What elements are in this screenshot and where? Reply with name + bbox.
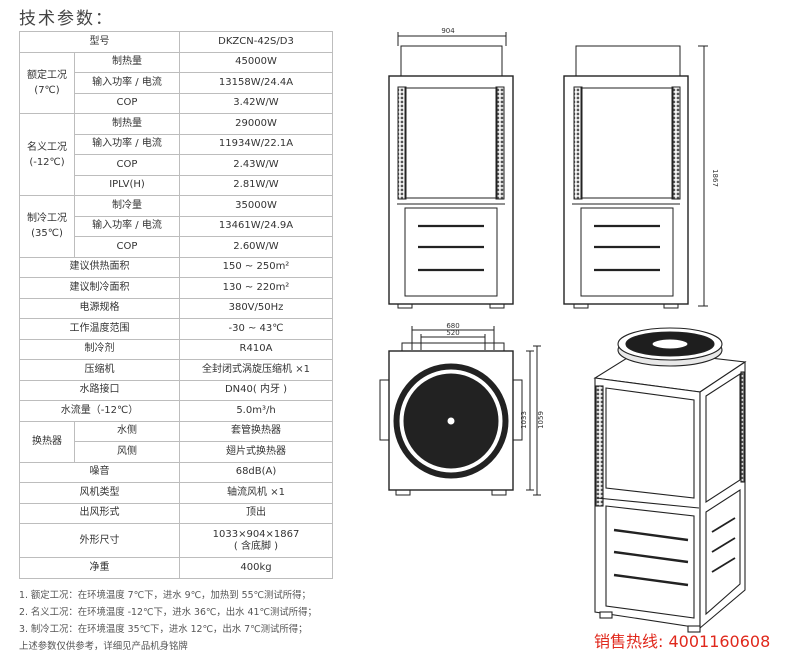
- page-title: 技术参数：: [19, 9, 114, 29]
- table-row: 输入功率 / 电流 13461W/24.9A: [20, 215, 333, 237]
- table-row: 换热器 水侧 套管换热器: [19, 420, 333, 463]
- table-row: 净重 400kg: [19, 557, 333, 579]
- notes: 1. 额定工况：在环境温度 7℃下，进水 9℃，加热到 55℃测试所得； 2. …: [19, 587, 317, 655]
- dim-depth-outer: 680: [446, 322, 459, 330]
- table-row: 压缩机全封闭式涡旋压缩机 ×1: [19, 359, 333, 381]
- note-item: 1. 额定工况：在环境温度 7℃下，进水 9℃，加热到 55℃测试所得；: [19, 590, 311, 601]
- table-row: 输入功率 / 电流 13158W/24.4A: [20, 72, 333, 94]
- spec-table: 型号 DKZCN-42S/D3 额定工况(7℃) 制热量 45000W 输入功率…: [19, 31, 333, 579]
- table-row: IPLV(H) 2.81W/W: [20, 174, 333, 196]
- fan-view-drawing: [379, 326, 541, 496]
- dim-side-height-b: 1059: [537, 411, 545, 429]
- group-nominal: 名义工况(-12℃): [19, 113, 75, 196]
- table-row: 外形尺寸 1033×904×1867( 含底脚 ): [19, 523, 333, 558]
- side-view-drawing: [563, 45, 708, 309]
- row-value: 400kg: [179, 557, 333, 579]
- table-row: COP 2.60W/W: [20, 236, 333, 258]
- isometric-view-drawing: [593, 327, 747, 633]
- note-item: 2. 名义工况：在环境温度 -12℃下，进水 36℃，出水 41℃测试所得；: [19, 607, 317, 618]
- dim-side-height-a: 1033: [520, 411, 528, 429]
- group-rated: 额定工况(7℃): [19, 51, 75, 114]
- table-row: 名义工况(-12℃) 制热量 29000W: [19, 113, 333, 196]
- sales-hotline: 销售热线: 4001160608: [594, 632, 771, 651]
- front-view-drawing: [388, 32, 514, 309]
- note-item: 上述参数仅供参考，详细见产品机身铭牌: [19, 641, 188, 652]
- table-row: 水流量（-12℃）5.0m³/h: [19, 400, 333, 422]
- dim-depth-inner: 520: [446, 329, 459, 337]
- table-row: 输入功率 / 电流 11934W/22.1A: [20, 133, 333, 155]
- table-row: 额定工况(7℃) 制热量 45000W: [19, 51, 333, 114]
- row-label: 外形尺寸: [19, 523, 180, 558]
- table-row: COP 2.43W/W: [20, 154, 333, 176]
- dim-height: 1867: [711, 169, 719, 187]
- table-row: 型号 DKZCN-42S/D3: [19, 31, 333, 53]
- row-value: 1033×904×1867( 含底脚 ): [179, 523, 333, 558]
- dim-width: 904: [441, 27, 455, 35]
- group-exchanger: 换热器: [19, 420, 75, 463]
- table-row: 风机类型轴流风机 ×1: [19, 482, 333, 504]
- note-item: 3. 制冷工况：在环境温度 35℃下，进水 12℃，出水 7℃测试所得；: [19, 624, 308, 635]
